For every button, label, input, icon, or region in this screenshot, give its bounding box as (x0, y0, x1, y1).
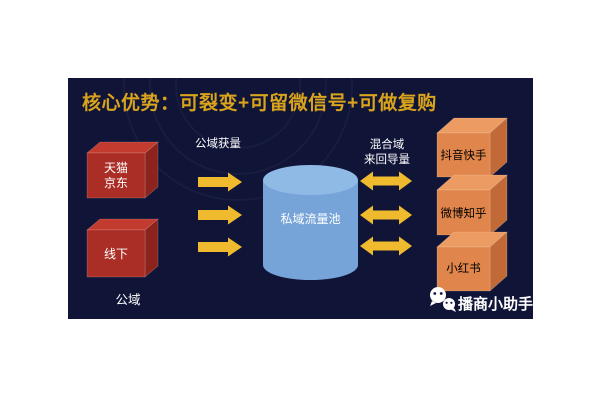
platform-cube-xiaohongshu: 小红书 (436, 231, 508, 292)
source-cube-offline: 线下 (86, 218, 159, 278)
cube-front-face (436, 132, 491, 178)
wechat-chat-bubbles-icon (430, 287, 456, 312)
source-label-line1: 线下 (104, 247, 128, 261)
watermark: 播商小助手 (430, 287, 533, 313)
double-arrow-icon (360, 171, 412, 191)
inbound-arrows (198, 172, 242, 257)
platform-label: 小红书 (446, 262, 481, 275)
public-domain-caption: 公域 (115, 293, 140, 307)
cube-front-face (86, 229, 146, 278)
cube-front-face (436, 189, 491, 236)
platform-cube-weibo-zhihu: 微博知乎 (436, 174, 508, 236)
cube-front-face (86, 152, 146, 199)
source-label-line2: 京东 (104, 176, 128, 190)
watermark-text: 播商小助手 (458, 295, 533, 313)
cylinder-top (263, 165, 358, 195)
funnel-diagram: 天猫 京东 线下 公域 公域获量 私域流量池 混合域 来回导量 (86, 117, 533, 313)
platform-label: 抖音快手 (441, 148, 487, 162)
source-cube-tmall-jd: 天猫 京东 (86, 141, 159, 199)
bidirectional-arrows (360, 171, 412, 256)
left-flow-label: 公域获量 (195, 137, 241, 150)
source-label-line1: 天猫 (104, 161, 128, 175)
right-flow-label-line1: 混合域 (370, 137, 405, 151)
right-flow-label-line2: 来回导量 (364, 153, 410, 166)
cylinder-body (263, 180, 358, 280)
private-pool-cylinder: 私域流量池 (263, 165, 358, 280)
double-arrow-icon (360, 205, 412, 225)
platform-cube-douyin-kuaishou: 抖音快手 (436, 117, 508, 178)
double-arrow-icon (360, 236, 412, 256)
right-arrow-icon (198, 172, 242, 192)
pool-label: 私域流量池 (280, 212, 340, 226)
slide-canvas: 核心优势：可裂变+可留微信号+可做复购 天猫 京东 线下 公域 公域获量 (68, 78, 533, 319)
slide-title: 核心优势：可裂变+可留微信号+可做复购 (82, 93, 437, 114)
right-arrow-icon (198, 237, 242, 257)
cube-front-face (436, 246, 491, 292)
right-arrow-icon (198, 205, 242, 225)
platform-label: 微博知乎 (441, 206, 487, 220)
